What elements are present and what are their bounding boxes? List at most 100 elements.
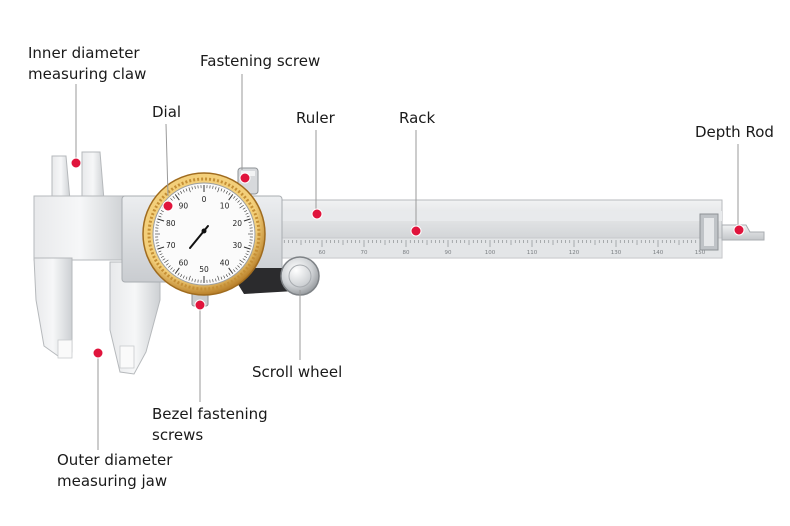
dial-number: 60: [179, 258, 189, 267]
dial-tick: [228, 192, 231, 196]
dial-tick: [244, 255, 248, 258]
dial-tick: [156, 245, 160, 247]
dial-tick: [177, 272, 180, 276]
dial-tick: [244, 210, 248, 213]
label-fastening-screw: Fastening screw: [200, 52, 321, 70]
dial-tick: [242, 207, 246, 210]
label-inner-diameter-claw: Inner diameter measuring claw: [28, 43, 146, 85]
dial-tick: [157, 246, 165, 250]
dial-tick: [246, 250, 250, 253]
leader-lines: [75, 74, 739, 450]
label-dial: Dial: [152, 103, 182, 121]
dial-tick: [237, 200, 240, 203]
ruler-number: 90: [445, 250, 452, 256]
dial-tick: [212, 185, 214, 189]
dial-tick: [157, 218, 165, 222]
dial-tick: [220, 276, 223, 280]
dial-tick: [168, 265, 171, 268]
marker-outer-jaw: [92, 347, 104, 359]
dial-tick: [217, 187, 220, 193]
ruler-number: 150: [695, 250, 706, 256]
dial-tick: [158, 250, 162, 253]
dial-tick: [239, 202, 242, 205]
dial-tick: [185, 276, 188, 280]
dial-tick: [164, 259, 169, 264]
dial-tick: [228, 194, 234, 201]
dial-tick: [248, 245, 252, 247]
dial-tick: [233, 196, 236, 199]
ruler-number: 130: [611, 250, 622, 256]
dial-number: 0: [202, 195, 207, 204]
dial-tick: [245, 253, 249, 256]
dial-tick: [249, 242, 253, 244]
depth-rod: [699, 213, 765, 251]
dial-tick: [215, 278, 217, 282]
dial-tick: [191, 186, 193, 190]
dial-tick: [217, 275, 220, 281]
dial-tick: [160, 210, 164, 213]
marker-inner-claw: [70, 157, 82, 169]
label-depth-rod: Depth Rod: [695, 123, 774, 141]
label-rack: Rack: [399, 109, 436, 127]
dial-tick: [174, 267, 180, 274]
dial-tick: [245, 212, 249, 215]
dial-tick: [233, 269, 236, 272]
marker-dial: [162, 200, 174, 212]
label-line: Outer diameter: [57, 451, 173, 469]
marker-rack: [410, 225, 422, 237]
dial-tick: [162, 258, 166, 261]
dial-tick: [239, 263, 242, 266]
dial-tick: [180, 190, 183, 194]
dial-tick: [242, 258, 246, 261]
dial-tick: [166, 263, 169, 266]
marker-fastening-screw: [239, 172, 251, 184]
dial-tick: [248, 221, 252, 223]
dial-number: 20: [233, 219, 243, 228]
dial-tick: [243, 246, 251, 250]
dial-tick: [191, 278, 193, 282]
dial-tick: [239, 259, 244, 264]
dial-tick: [239, 204, 244, 209]
dial-tick: [170, 198, 173, 201]
dial-tick: [194, 185, 196, 189]
dial-tick: [182, 189, 185, 193]
dial-tick: [158, 215, 162, 218]
scroll-wheel: [280, 256, 320, 296]
dial-number: 10: [220, 202, 230, 211]
dial-number: 50: [199, 265, 209, 274]
ruler-number: 110: [527, 250, 538, 256]
markers: [70, 157, 745, 359]
dial-tick: [237, 265, 240, 268]
label-ruler: Ruler: [296, 109, 335, 127]
dial-number: 70: [166, 241, 176, 250]
label-line: Inner diameter: [28, 44, 140, 62]
ruler-number: 80: [403, 250, 410, 256]
label-line: measuring claw: [28, 65, 147, 83]
dial-tick: [228, 272, 231, 276]
dial-tick: [156, 221, 160, 223]
dial-tick: [170, 267, 173, 270]
marker-depth-rod: [733, 224, 745, 236]
dial-tick: [212, 279, 214, 283]
dial-tick: [174, 194, 180, 201]
label-outer-diameter-jaw: Outer diameter measuring jaw: [57, 450, 172, 492]
dial-tick: [220, 188, 223, 192]
label-line: measuring jaw: [57, 472, 168, 490]
dial-tick: [243, 218, 251, 222]
dial-number: 90: [179, 202, 189, 211]
marker-ruler: [311, 208, 323, 220]
sliding-jaw: [109, 261, 161, 375]
dial-tick: [172, 196, 175, 199]
dial-tick: [228, 267, 234, 274]
dial-number: 30: [233, 241, 243, 250]
dial-number: 40: [220, 258, 230, 267]
dial-tick: [177, 192, 180, 196]
dial-tick: [155, 224, 159, 226]
dial-tick: [215, 186, 217, 190]
dial-tick: [223, 275, 226, 279]
label-scroll-wheel: Scroll wheel: [252, 363, 343, 381]
dial-tick: [160, 255, 164, 258]
ruler-number: 100: [485, 250, 496, 256]
